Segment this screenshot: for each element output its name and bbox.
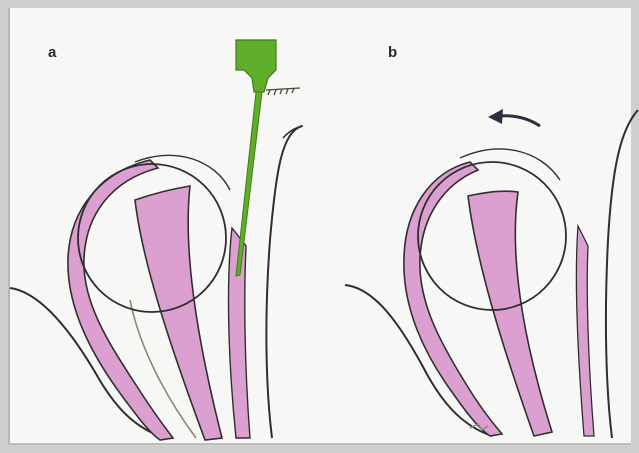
- panel-a-label: a: [48, 44, 57, 61]
- panel-b-label: b: [388, 44, 397, 61]
